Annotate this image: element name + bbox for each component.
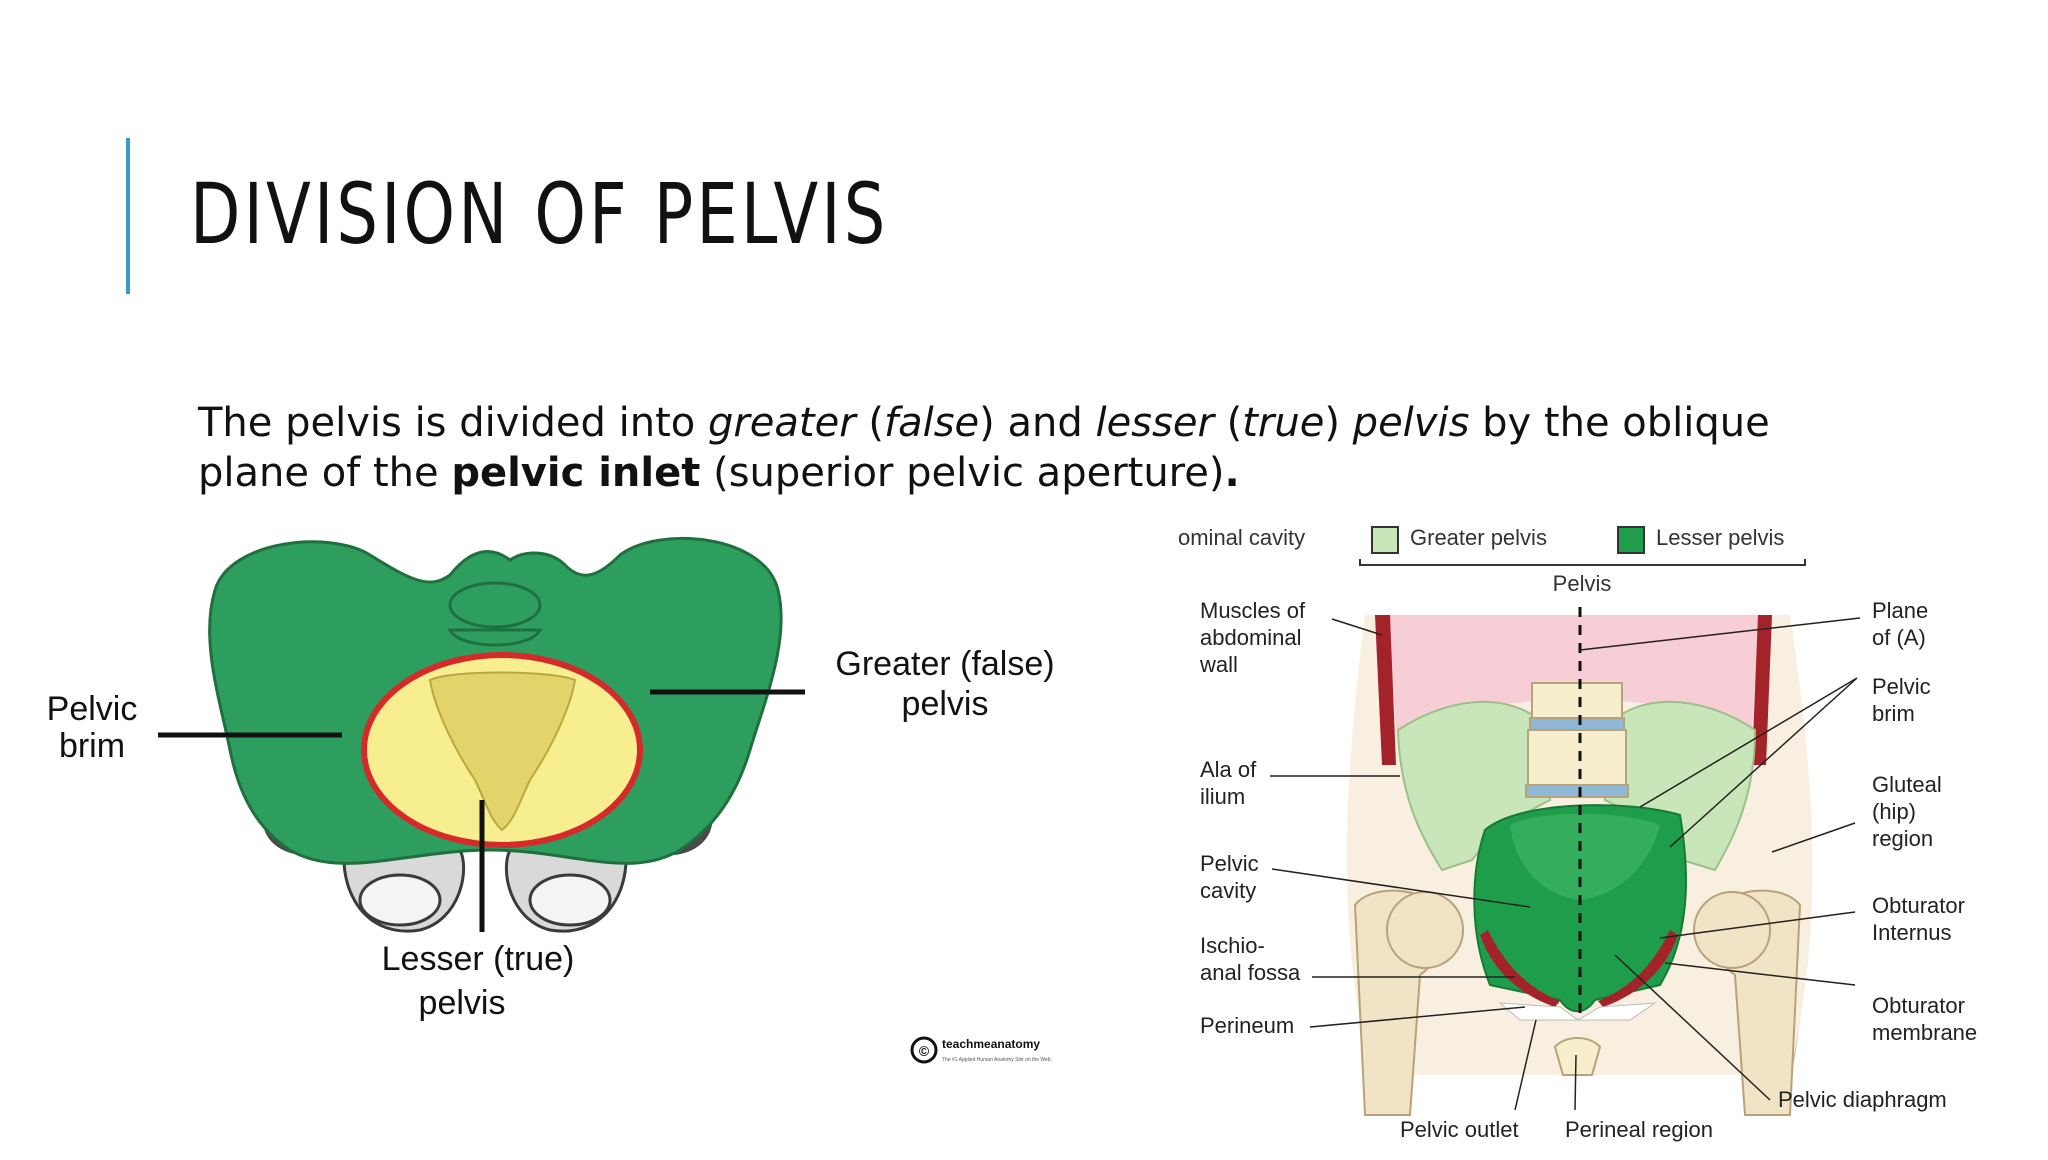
- label-perineum: Perineum: [1200, 1013, 1294, 1038]
- label-plane-line-2: of (A): [1872, 625, 1926, 650]
- label-muscles-line-3: wall: [1199, 652, 1238, 677]
- pelvis-illustration: Pelvic brim Greater (false) pelvis Lesse…: [30, 520, 1100, 1080]
- sacrum-art: [428, 671, 577, 832]
- legend-abdominal-cavity: ominal cavity: [1178, 525, 1305, 550]
- perineal-body: [1553, 1037, 1602, 1076]
- pelvis-section-svg: ominal cavity Greater pelvis Lesser pelv…: [1178, 525, 1977, 1142]
- label-pelvic-cavity-line-1: Pelvic: [1200, 851, 1259, 876]
- label-greater-pelvis-line-2: pelvis: [902, 685, 989, 723]
- label-pelvic-diaphragm: Pelvic diaphragm: [1778, 1087, 1947, 1112]
- legend-lesser-label: Lesser pelvis: [1656, 525, 1784, 550]
- sacrum-highlight: [1510, 813, 1660, 900]
- legend-greater-swatch: [1371, 526, 1399, 554]
- body-text-part: by the oblique plane of the: [198, 400, 1770, 496]
- label-muscles-line-2: abdominal: [1200, 625, 1302, 650]
- label-perineal-region: Perineal region: [1565, 1117, 1713, 1142]
- label-ischioanal-line-2: anal fossa: [1200, 960, 1301, 985]
- legend-bracket: [1359, 559, 1806, 566]
- abdominal-wall-muscle-right: [1752, 615, 1772, 765]
- slide-body-text: The pelvis is divided into greater (fals…: [198, 398, 1848, 498]
- label-greater-pelvis-line-1: Greater (false): [835, 645, 1054, 683]
- label-ischioanal-line-1: Ischio-: [1200, 933, 1265, 958]
- label-gluteal-line-1: Gluteal: [1872, 772, 1942, 797]
- body-text-part: (: [855, 400, 884, 446]
- pelvis-illustration-svg: Pelvic brim Greater (false) pelvis Lesse…: [47, 537, 1055, 1064]
- term-false: false: [884, 400, 980, 446]
- legend-greater-label: Greater pelvis: [1410, 525, 1547, 550]
- label-lesser-pelvis-line-2: pelvis: [419, 984, 506, 1022]
- label-ala-line-2: ilium: [1200, 784, 1245, 809]
- label-obturator-internus-line-2: Internus: [1872, 920, 1952, 945]
- title-accent-bar: [126, 138, 130, 294]
- body-text-part: ) and: [979, 400, 1096, 446]
- label-pelvic-brim-line-2: brim: [1872, 701, 1915, 726]
- label-pelvic-cavity-line-2: cavity: [1200, 878, 1256, 903]
- term-pelvis: pelvis: [1352, 400, 1470, 446]
- label-pelvic-outlet: Pelvic outlet: [1400, 1117, 1519, 1142]
- obturator-internus-right: [1598, 930, 1678, 1007]
- hip-bones-art: [1353, 889, 1802, 1116]
- label-obturator-internus-line-1: Obturator: [1872, 893, 1965, 918]
- term-pelvic-inlet: pelvic inlet: [451, 450, 701, 496]
- body-text-part: (: [1213, 400, 1243, 446]
- credit-brand: teachmeanatomy: [942, 1037, 1040, 1051]
- perineum-region: [1498, 1002, 1657, 1021]
- term-greater: greater: [707, 400, 856, 446]
- obturator-internus-left: [1480, 930, 1560, 1007]
- label-gluteal-line-3: region: [1872, 826, 1933, 851]
- sacrum-top-art: [447, 581, 543, 647]
- term-lesser: lesser: [1095, 400, 1214, 446]
- copyright-icon: [910, 1036, 938, 1064]
- right-leader-lines: [1270, 617, 1861, 1111]
- label-lesser-pelvis-line-1: Lesser (true): [382, 940, 575, 978]
- label-ala-line-1: Ala of: [1200, 757, 1257, 782]
- body-text-part: The pelvis is divided into: [198, 400, 708, 446]
- lumbar-vertebrae: [1525, 682, 1629, 798]
- body-text-part: ): [1324, 400, 1353, 446]
- term-true: true: [1242, 400, 1325, 446]
- slide-title: DIVISION OF PELVIS: [190, 165, 889, 263]
- legend-pelvis-label: Pelvis: [1553, 571, 1612, 596]
- label-gluteal-line-2: (hip): [1872, 799, 1916, 824]
- body-text-part: (superior pelvic aperture): [700, 450, 1225, 496]
- label-pelvic-brim-line-2: brim: [59, 727, 125, 765]
- label-obturator-membrane-line-1: Obturator: [1872, 993, 1965, 1018]
- pelvic-inlet-outline: [361, 652, 643, 848]
- label-pelvic-brim-line-1: Pelvic: [47, 690, 138, 728]
- label-muscles-line-1: Muscles of: [1200, 598, 1306, 623]
- label-pelvic-brim-line-1: Pelvic: [1872, 674, 1931, 699]
- copyright-symbol: ©: [919, 1043, 930, 1059]
- pelvis-section-diagram: ominal cavity Greater pelvis Lesser pelv…: [1160, 515, 2020, 1155]
- credit-tagline: The #1 Applied Human Anatomy Site on the…: [942, 1057, 1052, 1063]
- label-plane-line-1: Plane: [1872, 598, 1928, 623]
- label-obturator-membrane-line-2: membrane: [1872, 1020, 1977, 1045]
- legend-lesser-swatch: [1617, 526, 1645, 554]
- body-text-period: .: [1224, 450, 1240, 496]
- leader-lines: [158, 689, 805, 932]
- abdominal-wall-muscle-left: [1375, 615, 1396, 765]
